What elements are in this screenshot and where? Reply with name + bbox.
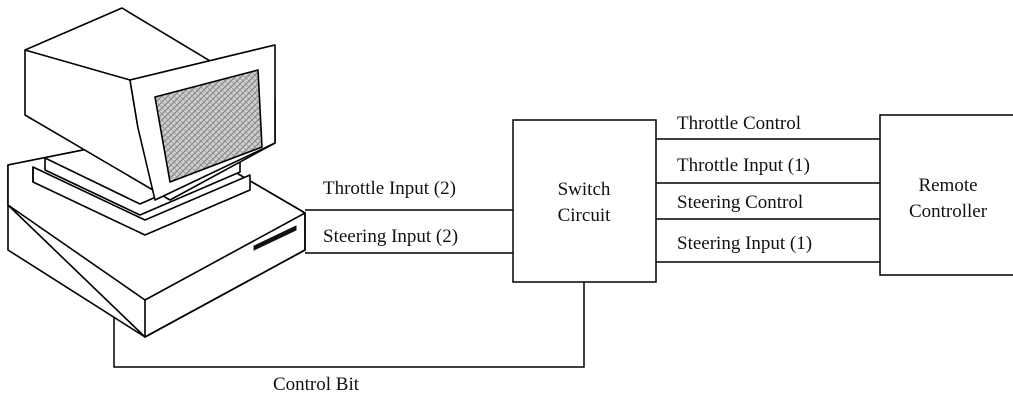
steering-input-2-label: Steering Input (2) <box>323 226 458 247</box>
remote-controller-box <box>879 114 1013 276</box>
remote-controller-label-1: Remote <box>918 175 977 196</box>
computer-icon <box>7 7 306 338</box>
monitor <box>24 7 276 201</box>
steering-input-1-label: Steering Input (1) <box>677 233 812 254</box>
right-wires: Throttle Control Throttle Input (1) Stee… <box>656 113 880 263</box>
left-wires: Throttle Input (2) Steering Input (2) <box>305 178 513 254</box>
control-bit-label: Control Bit <box>273 374 360 395</box>
throttle-input-1-label: Throttle Input (1) <box>677 155 810 176</box>
remote-controller: Remote Controller <box>879 114 1013 276</box>
steering-control-label: Steering Control <box>677 192 803 213</box>
throttle-input-2-label: Throttle Input (2) <box>323 178 456 199</box>
switch-circuit: Switch Circuit <box>512 119 657 283</box>
switch-circuit-label-2: Circuit <box>558 205 611 226</box>
control-bit-wire <box>113 282 585 368</box>
remote-controller-label-2: Controller <box>909 201 988 222</box>
switch-circuit-box <box>512 119 657 283</box>
monitor-screen <box>154 69 263 183</box>
control-bit: Control Bit <box>113 282 585 395</box>
throttle-control-label: Throttle Control <box>677 113 801 134</box>
switch-circuit-label-1: Switch <box>558 179 611 200</box>
